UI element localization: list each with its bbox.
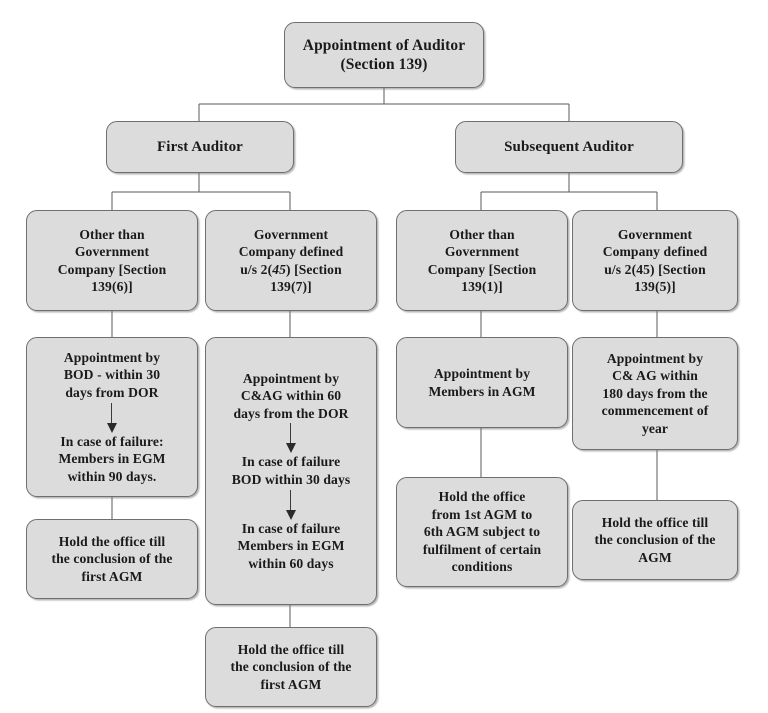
col1-step-1: Appointment by BOD - within 30 days from… xyxy=(64,349,160,402)
cat2-line-3-italic: 45 xyxy=(272,261,286,277)
col4-outcome-line-3: AGM xyxy=(638,549,672,565)
col2-step3-line-2: Members in EGM xyxy=(237,538,345,554)
col2-step-3: In case of failure Members in EGM within… xyxy=(237,520,344,573)
cat2-line-3: u/s 2(45) [Section xyxy=(240,261,342,279)
cat3-line-4: 139(1)] xyxy=(461,279,503,294)
root-line-1: Appointment of Auditor xyxy=(302,37,466,54)
node-col4-process[interactable]: Appointment by C& AG within 180 days fro… xyxy=(572,337,738,450)
col3-outcome-line-3: 6th AGM subject to xyxy=(423,524,541,540)
col3-outcome-line-5: conditions xyxy=(451,559,513,575)
col2-step1-line-3: days from the DOR xyxy=(233,405,349,421)
cat2-line-3-b: ) [Section xyxy=(286,261,342,277)
cat1-line-2: Government xyxy=(74,244,150,259)
col3-outcome-line-1: Hold the office xyxy=(438,489,526,505)
col3-outcome-line-2: from 1st AGM to xyxy=(431,506,533,522)
down-arrow-icon xyxy=(285,423,297,454)
col1-step1-line-2: BOD - within 30 xyxy=(63,367,161,383)
col1-step1-line-3: days from DOR xyxy=(65,384,159,400)
node-subsequent-auditor[interactable]: Subsequent Auditor xyxy=(455,121,683,173)
node-col1-outcome[interactable]: Hold the office till the conclusion of t… xyxy=(26,519,198,599)
col1-step2-line-1: In case of failure: xyxy=(60,433,164,449)
col2-step3-line-1: In case of failure xyxy=(241,520,341,536)
cat1-line-1: Other than xyxy=(79,226,145,242)
down-arrow-icon xyxy=(106,402,118,433)
cat2-line-1: Government xyxy=(253,226,329,242)
col2-step-1: Appointment by C&AG within 60 days from … xyxy=(233,370,348,423)
col1-step2-line-2: Members in EGM xyxy=(58,451,166,467)
cat2-line-2: Company defined xyxy=(238,244,344,259)
col2-outcome-line-2: the conclusion of the xyxy=(230,659,352,675)
col4-step1-line-2: C& AG within xyxy=(612,368,698,384)
node-first-auditor[interactable]: First Auditor xyxy=(106,121,294,173)
cat3-line-2: Government xyxy=(444,244,520,259)
root-node-appointment-of-auditor[interactable]: Appointment of Auditor (Section 139) xyxy=(284,22,484,88)
col3-outcome-line-4: fulfilment of certain xyxy=(422,541,542,557)
col2-outcome-line-1: Hold the office till xyxy=(237,641,345,657)
col2-step1-line-2: C&AG within 60 xyxy=(240,388,342,404)
cat2-line-4: 139(7)] xyxy=(270,279,312,294)
col4-step1-line-4: commencement of xyxy=(601,403,709,419)
node-cat-first-government[interactable]: Government Company defined u/s 2(45) [Se… xyxy=(205,210,377,311)
first-auditor-label: First Auditor xyxy=(157,138,243,155)
col1-step1-line-1: Appointment by xyxy=(63,349,161,365)
col1-step-2: In case of failure: Members in EGM withi… xyxy=(58,433,165,486)
col2-step2-line-1: In case of failure xyxy=(241,454,341,470)
node-col2-outcome[interactable]: Hold the office till the conclusion of t… xyxy=(205,627,377,707)
root-line-2: (Section 139) xyxy=(340,56,428,73)
subsequent-auditor-label: Subsequent Auditor xyxy=(504,138,634,155)
col4-outcome-line-1: Hold the office till xyxy=(601,514,709,530)
node-cat-subsequent-other-than-government[interactable]: Other than Government Company [Section 1… xyxy=(396,210,568,311)
col1-outcome-line-2: the conclusion of the xyxy=(51,551,173,567)
cat4-line-4: 139(5)] xyxy=(634,279,676,294)
col4-outcome-line-2: the conclusion of the xyxy=(594,532,716,548)
col4-step1-line-1: Appointment by xyxy=(606,350,704,366)
node-col3-outcome[interactable]: Hold the office from 1st AGM to 6th AGM … xyxy=(396,477,568,587)
node-cat-subsequent-government[interactable]: Government Company defined u/s 2(45) [Se… xyxy=(572,210,738,311)
cat3-line-3: Company [Section xyxy=(427,261,537,277)
col1-step2-line-3: within 90 days. xyxy=(67,468,157,484)
col2-step3-line-3: within 60 days xyxy=(248,555,334,571)
col4-step1-line-5: year xyxy=(641,420,669,436)
node-cat-first-other-than-government[interactable]: Other than Government Company [Section 1… xyxy=(26,210,198,311)
cat2-line-3-a: u/s 2( xyxy=(240,261,273,277)
cat4-line-2: Company defined xyxy=(602,244,708,259)
cat1-line-3: Company [Section xyxy=(57,261,167,277)
col3-step1-line-2: Members in AGM xyxy=(428,383,536,399)
col1-outcome-line-3: first AGM xyxy=(81,568,143,584)
cat4-line-1: Government xyxy=(617,226,693,242)
col2-step2-line-2: BOD within 30 days xyxy=(231,472,351,487)
col3-step1-line-1: Appointment by xyxy=(433,365,531,381)
col2-step1-line-1: Appointment by xyxy=(242,370,340,386)
cat3-line-1: Other than xyxy=(449,226,515,242)
col2-outcome-line-3: first AGM xyxy=(260,676,322,692)
col4-step1-line-3: 180 days from the xyxy=(602,385,708,401)
node-col1-process[interactable]: Appointment by BOD - within 30 days from… xyxy=(26,337,198,497)
cat4-line-3: u/s 2(45) [Section xyxy=(604,261,706,277)
node-col4-outcome[interactable]: Hold the office till the conclusion of t… xyxy=(572,500,738,580)
cat1-line-4: 139(6)] xyxy=(91,279,133,294)
col2-step-2: In case of failure BOD within 30 days xyxy=(232,453,351,488)
node-col2-process[interactable]: Appointment by C&AG within 60 days from … xyxy=(205,337,377,605)
col1-outcome-line-1: Hold the office till xyxy=(58,533,166,549)
node-col3-process[interactable]: Appointment by Members in AGM xyxy=(396,337,568,428)
down-arrow-icon xyxy=(285,489,297,520)
